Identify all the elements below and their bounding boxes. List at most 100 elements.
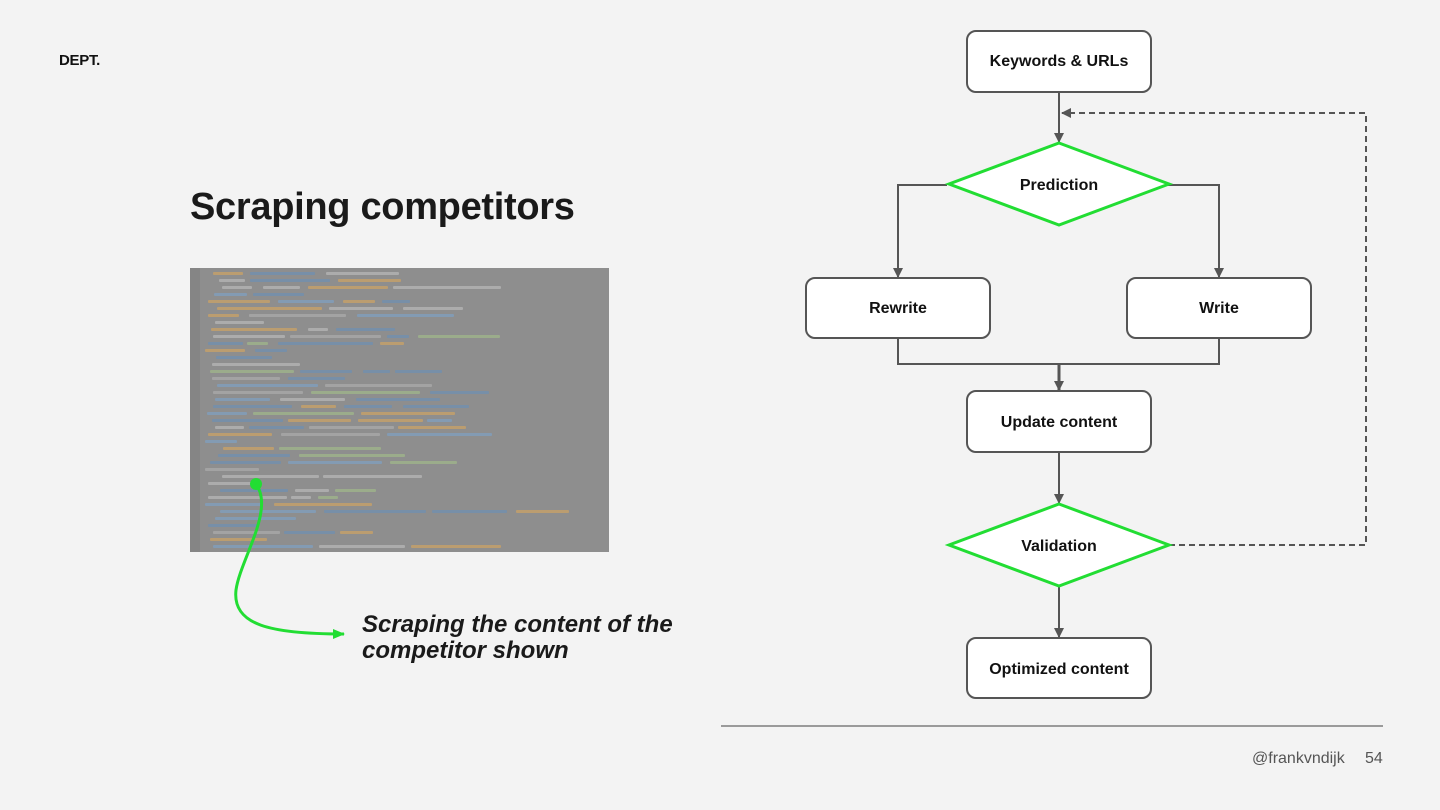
code-line — [318, 496, 338, 499]
code-line — [249, 426, 304, 429]
code-line — [247, 342, 268, 345]
node-optimized-content-label: Optimized content — [989, 661, 1129, 678]
caption-line-1: Scraping the content of the — [362, 611, 673, 638]
code-line — [210, 461, 281, 464]
code-line — [208, 524, 257, 527]
code-line — [516, 510, 569, 513]
caption: Scraping the content of the competitor s… — [362, 612, 722, 664]
code-line — [335, 489, 376, 492]
code-line — [213, 272, 243, 275]
code-line — [208, 433, 272, 436]
code-line — [326, 272, 399, 275]
pointer-arrow — [234, 483, 345, 639]
decision-prediction: Prediction — [944, 141, 1174, 227]
code-line — [217, 384, 318, 387]
code-screenshot — [190, 268, 609, 552]
connector-rewrite-merge — [897, 338, 1059, 365]
code-line — [263, 286, 300, 289]
code-line — [205, 503, 263, 506]
node-keywords-urls-label: Keywords & URLs — [990, 53, 1129, 70]
code-line — [250, 272, 315, 275]
code-line — [255, 349, 287, 352]
footer-divider — [721, 725, 1383, 727]
code-line — [382, 300, 410, 303]
code-line — [299, 454, 405, 457]
code-line — [213, 531, 280, 534]
code-line — [290, 335, 381, 338]
code-line — [280, 398, 345, 401]
code-line — [311, 391, 420, 394]
slide-title: Scraping competitors — [190, 186, 575, 228]
code-line — [288, 377, 345, 380]
code-line — [343, 300, 375, 303]
node-write: Write — [1126, 277, 1312, 339]
code-line — [308, 328, 328, 331]
code-line — [218, 454, 290, 457]
node-rewrite: Rewrite — [805, 277, 991, 339]
code-line — [325, 384, 432, 387]
code-line — [308, 286, 388, 289]
code-line — [210, 370, 294, 373]
code-line — [284, 531, 335, 534]
code-line — [205, 440, 237, 443]
code-line — [210, 538, 267, 541]
code-line — [288, 419, 351, 422]
footer-handle: @frankvndijk — [1252, 750, 1345, 767]
code-line — [295, 489, 329, 492]
connector-write-merge — [1059, 338, 1220, 365]
code-line — [278, 342, 373, 345]
code-line — [393, 286, 501, 289]
code-line — [380, 342, 404, 345]
code-line — [336, 328, 395, 331]
code-line — [418, 335, 500, 338]
code-line — [250, 279, 330, 282]
dept-logo: DEPT. — [59, 52, 101, 69]
code-line — [281, 433, 380, 436]
code-line — [205, 349, 245, 352]
code-line — [427, 419, 452, 422]
code-line — [222, 475, 319, 478]
node-update-content: Update content — [966, 390, 1152, 453]
code-line — [319, 545, 405, 548]
code-line — [208, 482, 259, 485]
node-write-label: Write — [1199, 300, 1239, 317]
code-line — [208, 496, 287, 499]
node-optimized-content: Optimized content — [966, 637, 1152, 699]
code-line — [274, 503, 372, 506]
caption-line-2: competitor shown — [362, 637, 569, 664]
code-line — [211, 328, 297, 331]
code-line — [249, 314, 346, 317]
code-line — [358, 419, 423, 422]
code-line — [212, 419, 283, 422]
code-line — [323, 475, 422, 478]
code-line — [324, 510, 426, 513]
code-line — [398, 426, 466, 429]
code-line — [214, 293, 247, 296]
code-line — [403, 405, 469, 408]
code-line — [207, 412, 247, 415]
decision-validation-label: Validation — [1021, 538, 1097, 555]
code-line — [430, 391, 489, 394]
node-update-content-label: Update content — [1001, 414, 1118, 431]
code-line — [278, 300, 334, 303]
code-line — [213, 335, 285, 338]
code-line — [291, 496, 311, 499]
decision-prediction-label: Prediction — [1020, 177, 1098, 194]
code-line — [338, 279, 401, 282]
code-line — [217, 307, 322, 310]
code-line — [432, 510, 507, 513]
code-line — [215, 517, 296, 520]
code-line — [220, 510, 316, 513]
code-line — [205, 468, 259, 471]
code-line — [208, 314, 239, 317]
code-line — [253, 293, 304, 296]
node-rewrite-label: Rewrite — [869, 300, 927, 317]
code-line — [253, 412, 354, 415]
node-keywords-urls: Keywords & URLs — [966, 30, 1152, 93]
code-line — [288, 461, 382, 464]
code-line — [387, 335, 409, 338]
code-line — [329, 307, 393, 310]
code-line — [216, 356, 272, 359]
code-line — [220, 489, 288, 492]
code-gutter — [190, 268, 200, 552]
